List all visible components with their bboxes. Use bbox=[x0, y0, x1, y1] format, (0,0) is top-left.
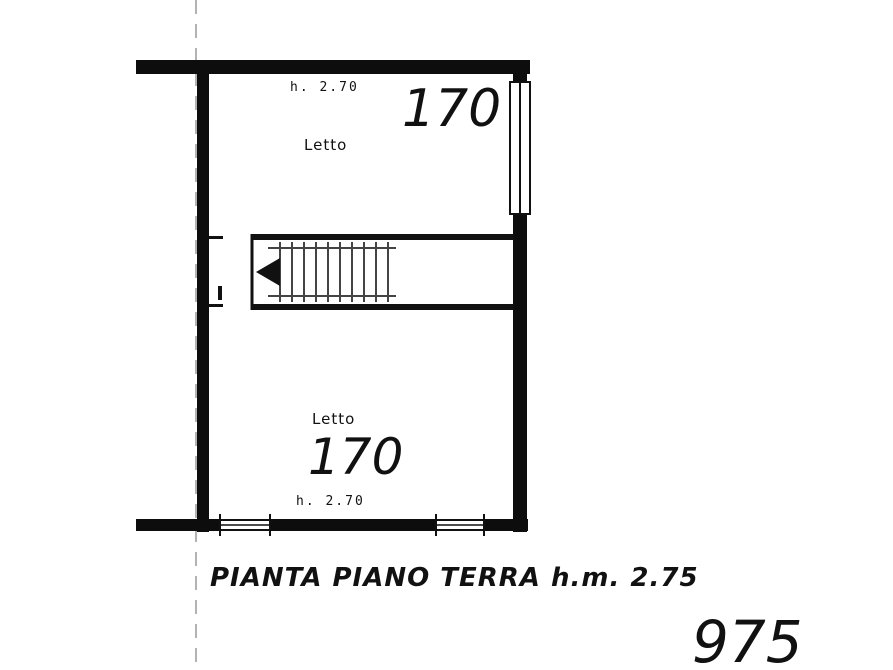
room-height-lower: h. 2.70 bbox=[296, 494, 365, 509]
window-bottom-right bbox=[435, 514, 485, 536]
room-number-lower: 170 bbox=[308, 428, 403, 486]
wall-top bbox=[136, 60, 530, 74]
wall-bottom-mid bbox=[270, 519, 436, 531]
plan-caption: PIANTA PIANO TERRA h.m. 2.75 bbox=[210, 563, 699, 593]
room-name-upper: Letto bbox=[304, 136, 347, 154]
stair-direction-arrow-icon bbox=[256, 258, 280, 286]
staircase bbox=[209, 234, 514, 310]
wall-left bbox=[197, 60, 209, 532]
room-name-lower: Letto bbox=[312, 410, 355, 428]
stair-treads bbox=[268, 242, 396, 302]
wall-bottom-right bbox=[484, 519, 528, 531]
window-bottom-left bbox=[219, 514, 271, 536]
wall-bottom-left bbox=[136, 519, 220, 531]
room-height-upper: h. 2.70 bbox=[290, 80, 359, 95]
room-number-upper: 170 bbox=[402, 79, 501, 139]
window-right-wall bbox=[509, 81, 531, 215]
sheet-number: 975 bbox=[692, 608, 803, 670]
